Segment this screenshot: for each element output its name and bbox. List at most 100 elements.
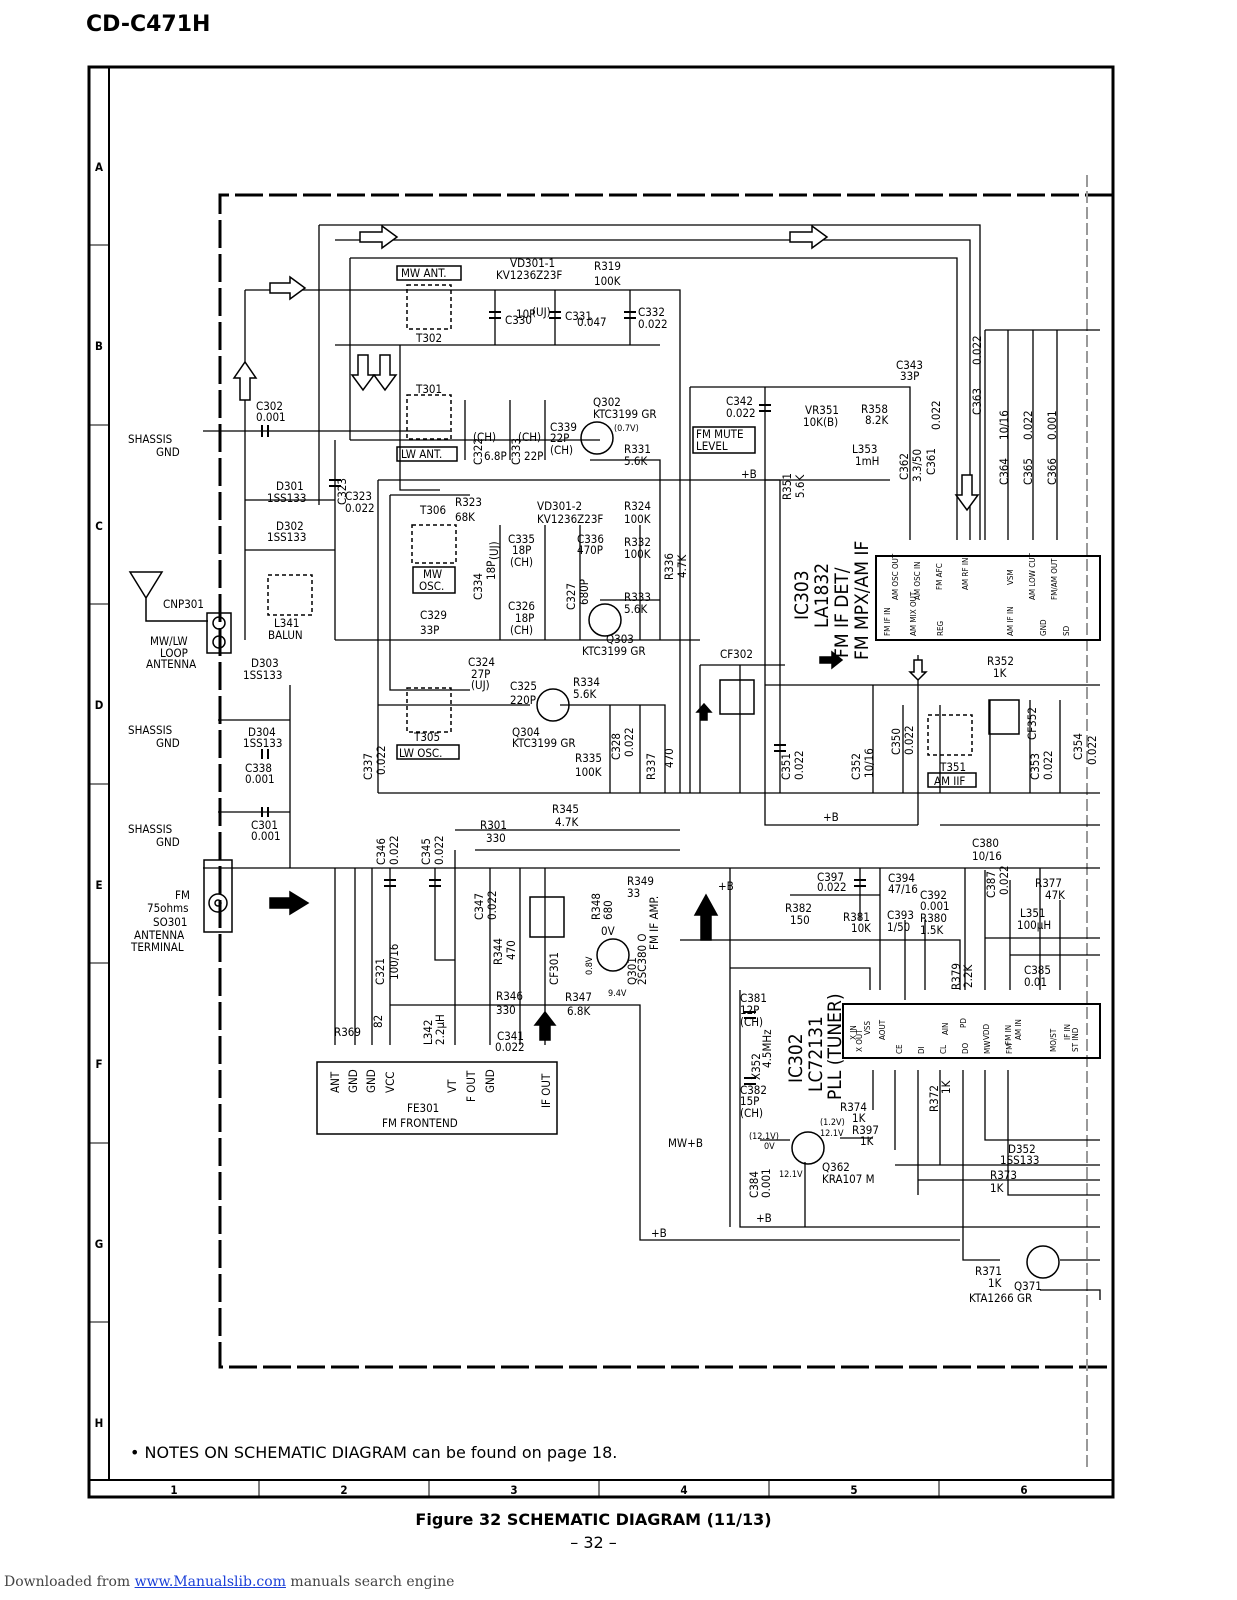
label: C325: [510, 679, 537, 693]
frame: [87, 65, 1115, 1499]
label: C339: [550, 420, 577, 434]
label: 33P: [420, 623, 439, 637]
ic303-pin: SD: [1062, 625, 1071, 636]
ic302-part: LC72131: [805, 1016, 827, 1092]
label: 0.022: [432, 835, 446, 865]
label: R334: [573, 675, 600, 689]
label: R372: [927, 1085, 941, 1112]
label: (12.1V): [749, 1132, 779, 1142]
label: (1.2V): [820, 1118, 845, 1128]
label: 0.022: [1021, 410, 1035, 440]
label: 0.022: [817, 880, 847, 894]
label: 1K: [939, 1080, 953, 1094]
label: 0.001: [1045, 410, 1059, 440]
ic303-pin: AM OSC IN: [913, 562, 922, 600]
label: 6.8K: [567, 1004, 590, 1018]
label: C354: [1071, 733, 1085, 760]
label: C321: [373, 958, 387, 985]
label: R374: [840, 1100, 867, 1114]
ic302-pin: CL: [939, 1045, 948, 1054]
label: Q362: [822, 1160, 850, 1174]
label: (CH): [550, 443, 573, 457]
label: C381: [740, 991, 767, 1005]
ic302-pin: MW: [983, 1041, 992, 1054]
label: C341: [497, 1029, 524, 1043]
label: R352: [987, 654, 1014, 668]
loop-antenna-symbol: [128, 571, 208, 622]
page-number: – 32 –: [570, 1533, 617, 1552]
label: (CH): [510, 555, 533, 569]
ic303-pin: AM MIX OUT: [909, 591, 918, 636]
cf352-body: [988, 699, 1020, 735]
label: 1K: [988, 1276, 1002, 1290]
label: 5.6K: [573, 687, 596, 701]
label: 47/16: [888, 882, 918, 896]
label: R346: [496, 989, 523, 1003]
label: 100μH: [1017, 918, 1051, 932]
q303-symbol: [588, 603, 622, 637]
label: R358: [861, 402, 888, 416]
label: 0.001: [759, 1168, 773, 1198]
label: 0.022: [997, 865, 1011, 895]
rotated-labels: C322 C333 C323 C334 18P (UJ) C327 680P R…: [328, 335, 1099, 1198]
label: R323: [455, 495, 482, 509]
label: C301: [251, 818, 278, 832]
label: KV1236Z23F: [496, 268, 562, 282]
label: 2.2μH: [433, 1014, 447, 1045]
ic302-pin: AM IN: [1014, 1019, 1023, 1040]
footer-prefix: Downloaded from: [4, 1574, 135, 1590]
label: 100K: [594, 274, 621, 288]
label: 75ohms: [147, 901, 189, 915]
label: 100/16: [387, 944, 401, 980]
fe301-body: [316, 1061, 558, 1135]
footer: Downloaded from www.Manualslib.com manua…: [4, 1574, 454, 1590]
label: 15P: [740, 1094, 759, 1108]
q304-symbol: [536, 688, 570, 722]
label: OSC.: [419, 579, 444, 593]
label: 4.7K: [555, 815, 578, 829]
ic302-pin: ST IND: [1071, 1027, 1080, 1052]
transformer-t351: [927, 714, 973, 756]
manualslib-link[interactable]: www.Manualslib.com: [134, 1574, 286, 1590]
label: 12.1V: [820, 1129, 844, 1139]
label: MW+B: [668, 1136, 703, 1150]
label: 220P: [510, 693, 536, 707]
row-label: B: [95, 339, 103, 353]
label: C385: [1024, 963, 1051, 977]
lw-ant-box: [396, 446, 458, 462]
label: 470: [662, 748, 676, 768]
label: C324: [468, 655, 495, 669]
label: D304: [248, 725, 276, 739]
label: 0.022: [1085, 735, 1099, 765]
label: R397: [852, 1123, 879, 1137]
row-label: A: [95, 160, 103, 174]
label: T301: [415, 382, 442, 396]
ic303-pin: FM AFC: [935, 563, 944, 590]
ic302-pin: FM IN: [1004, 1025, 1013, 1045]
label: 1K: [990, 1181, 1004, 1195]
label: 12P: [740, 1003, 759, 1017]
label: CF352: [1025, 707, 1039, 740]
label: 100K: [624, 512, 651, 526]
notes-text: • NOTES ON SCHEMATIC DIAGRAM can be foun…: [130, 1443, 618, 1462]
label: R379: [949, 963, 963, 990]
label: T305: [413, 730, 440, 744]
label: C394: [888, 871, 915, 885]
ic303-desc: FM MPX/AM IF: [851, 541, 873, 660]
ic302-pin: DI: [917, 1046, 926, 1054]
label: R344: [491, 938, 505, 965]
label: 1SS133: [243, 736, 282, 750]
label: 0.022: [929, 400, 943, 430]
label: (UJ): [471, 678, 490, 692]
label: (CH): [510, 623, 533, 637]
label: R369: [334, 1025, 361, 1039]
label: GND: [156, 835, 180, 849]
transformer-t306: [411, 524, 457, 564]
label: 470P: [577, 543, 603, 557]
ic303-pin: FM IF IN: [883, 607, 892, 636]
label: MW/LW: [150, 634, 188, 648]
col-label: 5: [850, 1483, 857, 1497]
mw-osc-box: [412, 566, 456, 594]
component-labels: MW ANT. T302 VD301-1 KV1236Z23F R319 100…: [128, 256, 1065, 1305]
ic303-pin: VSM: [1006, 569, 1015, 585]
